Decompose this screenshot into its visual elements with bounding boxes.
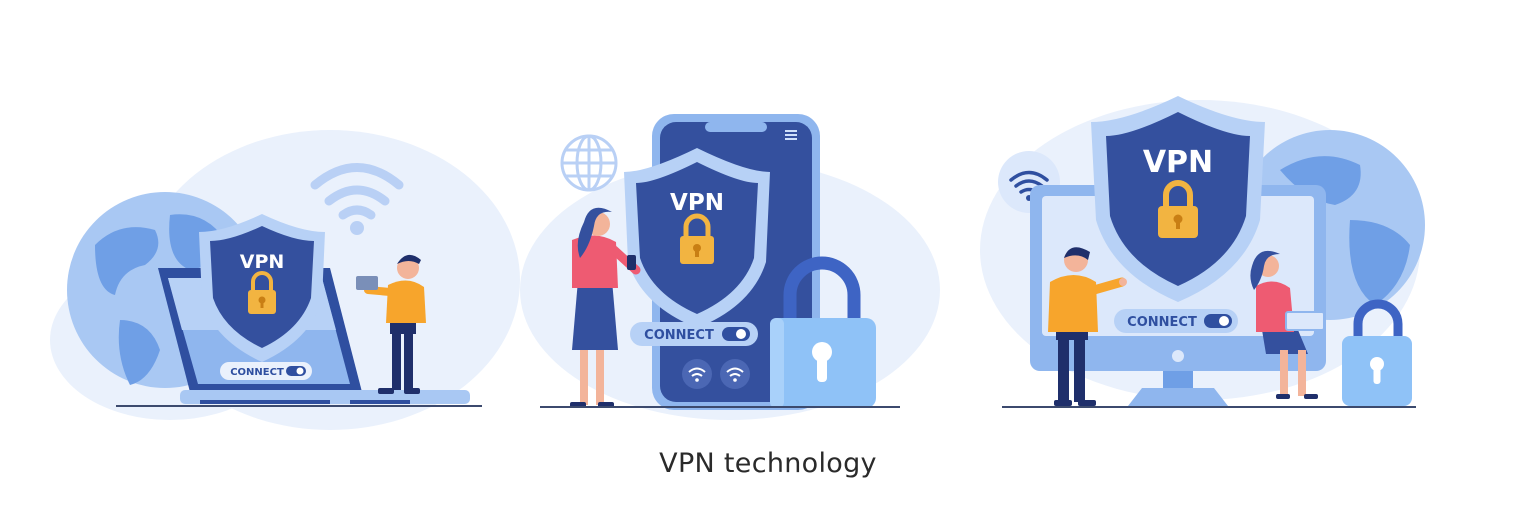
lock-icon	[1158, 180, 1198, 238]
shield-icon: VPN	[1091, 96, 1265, 302]
person-woman	[1250, 250, 1325, 399]
person-man	[1048, 247, 1127, 406]
shield-label: VPN	[240, 251, 285, 273]
lock-icon	[248, 271, 276, 314]
laptop-small	[1285, 311, 1325, 331]
scene-laptop: VPN CONNECT	[50, 130, 520, 430]
ground-line	[1002, 406, 1416, 408]
caption-title: VPN technology	[659, 448, 877, 479]
shield-label: VPN	[1143, 145, 1213, 180]
person-woman	[570, 207, 641, 408]
ground-line	[540, 406, 900, 408]
globe-icon	[560, 134, 618, 192]
connect-label: CONNECT	[644, 328, 714, 343]
padlock-icon	[770, 256, 876, 408]
wifi-icon	[310, 163, 404, 235]
person-man	[356, 254, 426, 394]
connect-label: CONNECT	[1127, 315, 1197, 330]
connect-button[interactable]: CONNECT	[1114, 309, 1238, 333]
connect-label: CONNECT	[230, 367, 284, 378]
wifi-icon	[720, 359, 750, 389]
scene-phone: VPN CONNECT	[520, 114, 940, 420]
lock-icon	[680, 213, 714, 264]
connect-button[interactable]: CONNECT	[630, 322, 758, 346]
connect-button[interactable]: CONNECT	[220, 362, 312, 380]
shield-icon: VPN	[199, 214, 325, 362]
padlock-icon	[1342, 299, 1412, 406]
menu-icon	[785, 130, 797, 140]
laptop-small	[356, 276, 378, 290]
shield-label: VPN	[670, 190, 724, 216]
ground-line	[116, 405, 482, 407]
scene-monitor: VPN CONNECT	[980, 96, 1425, 408]
wifi-icon	[682, 359, 712, 389]
phone-small	[627, 255, 636, 270]
